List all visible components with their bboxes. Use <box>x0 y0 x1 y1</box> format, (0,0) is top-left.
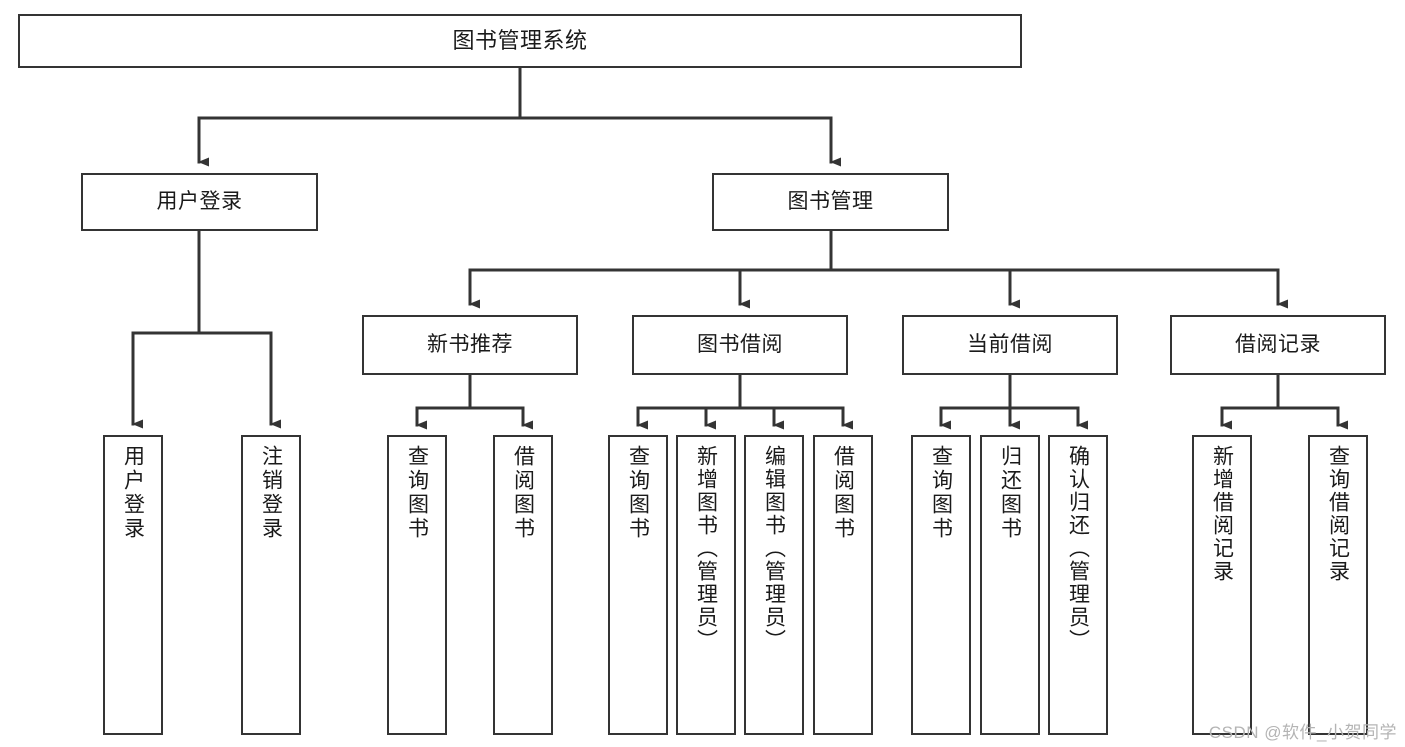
node-leaf-query-record-label: 查询借阅记录 <box>1326 445 1350 583</box>
node-leaf-add-book[interactable]: 新增图书（管理员） <box>676 435 736 735</box>
node-leaf-logout-login[interactable]: 注销登录 <box>241 435 301 735</box>
node-leaf-query-book-3-label: 查询图书 <box>929 445 953 541</box>
node-borrow-record-label: 借阅记录 <box>1235 332 1321 356</box>
node-leaf-borrow-book-1[interactable]: 借阅图书 <box>493 435 553 735</box>
node-leaf-add-record-label: 新增借阅记录 <box>1210 445 1234 583</box>
node-leaf-borrow-book-1-label: 借阅图书 <box>511 445 535 541</box>
node-new-book-recommend[interactable]: 新书推荐 <box>362 315 578 375</box>
node-leaf-user-login-label: 用户登录 <box>121 445 145 541</box>
node-current-borrow-label: 当前借阅 <box>967 332 1053 356</box>
node-leaf-edit-book-label: 编辑图书（管理员） <box>762 445 786 652</box>
node-leaf-edit-book[interactable]: 编辑图书（管理员） <box>744 435 804 735</box>
node-leaf-confirm-return[interactable]: 确认归还（管理员） <box>1048 435 1108 735</box>
node-borrow-record[interactable]: 借阅记录 <box>1170 315 1386 375</box>
node-leaf-query-record[interactable]: 查询借阅记录 <box>1308 435 1368 735</box>
node-leaf-query-book-2-label: 查询图书 <box>626 445 650 541</box>
node-leaf-confirm-return-label: 确认归还（管理员） <box>1066 445 1090 652</box>
node-new-book-recommend-label: 新书推荐 <box>427 332 513 356</box>
node-root[interactable]: 图书管理系统 <box>18 14 1022 68</box>
node-leaf-add-book-label: 新增图书（管理员） <box>694 445 718 652</box>
node-book-manage[interactable]: 图书管理 <box>712 173 949 231</box>
node-book-borrow-label: 图书借阅 <box>697 332 783 356</box>
node-leaf-query-book-3[interactable]: 查询图书 <box>911 435 971 735</box>
node-user-login-label: 用户登录 <box>156 189 243 213</box>
node-book-manage-label: 图书管理 <box>787 189 874 213</box>
node-user-login[interactable]: 用户登录 <box>81 173 318 231</box>
node-leaf-user-login[interactable]: 用户登录 <box>103 435 163 735</box>
node-leaf-return-book-label: 归还图书 <box>998 445 1022 541</box>
csdn-watermark: CSDN @软件_小贺同学 <box>1208 723 1397 742</box>
node-leaf-borrow-book-2[interactable]: 借阅图书 <box>813 435 873 735</box>
node-leaf-query-book-2[interactable]: 查询图书 <box>608 435 668 735</box>
node-current-borrow[interactable]: 当前借阅 <box>902 315 1118 375</box>
node-leaf-query-book-1[interactable]: 查询图书 <box>387 435 447 735</box>
node-leaf-logout-login-label: 注销登录 <box>259 445 283 541</box>
node-root-label: 图书管理系统 <box>452 28 588 54</box>
node-book-borrow[interactable]: 图书借阅 <box>632 315 848 375</box>
node-leaf-add-record[interactable]: 新增借阅记录 <box>1192 435 1252 735</box>
node-leaf-query-book-1-label: 查询图书 <box>405 445 429 541</box>
node-leaf-return-book[interactable]: 归还图书 <box>980 435 1040 735</box>
node-leaf-borrow-book-2-label: 借阅图书 <box>831 445 855 541</box>
